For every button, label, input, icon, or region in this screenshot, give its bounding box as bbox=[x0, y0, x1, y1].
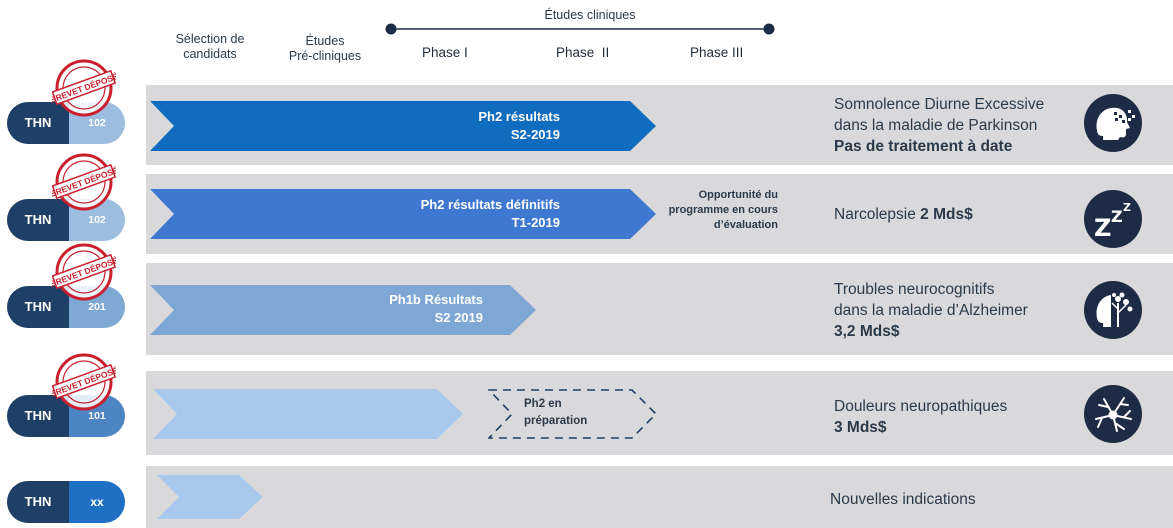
patent-stamp-2: BREVET DÉPOSÉ bbox=[52, 153, 116, 211]
planned-arrow-4-line1: Ph2 en bbox=[524, 398, 562, 410]
arrow-1-line1: Ph2 résultats bbox=[478, 109, 560, 124]
header-phase-1: Phase I bbox=[422, 45, 468, 60]
progress-arrow-2 bbox=[150, 189, 656, 239]
patent-stamp-4: BREVET DÉPOSÉ bbox=[52, 353, 116, 411]
progress-arrow-5 bbox=[157, 475, 263, 519]
header-phase-3: Phase III bbox=[690, 45, 744, 60]
arrow-1-line2: S2-2019 bbox=[510, 127, 560, 142]
header-selection-line2: candidats bbox=[183, 47, 237, 61]
planned-arrow-4-line2: préparation bbox=[524, 415, 588, 427]
indication-2: Narcolepsie 2 Mds$ bbox=[834, 204, 973, 225]
neuron-icon bbox=[1084, 385, 1142, 443]
indication-4-line2: 3 Mds$ bbox=[834, 419, 887, 436]
indication-3-line2: dans la maladie d’Alzheimer bbox=[834, 302, 1028, 319]
indication-4-line1: Douleurs neuropathiques bbox=[834, 398, 1008, 415]
progress-arrow-4 bbox=[153, 389, 463, 439]
arrow-2-note: Opportunité du programme en cours d’éval… bbox=[640, 188, 778, 233]
header-preclinical-line1: Études bbox=[305, 34, 345, 48]
tree-head-icon bbox=[1084, 281, 1142, 339]
indication-2-line1: Narcolepsie bbox=[834, 206, 916, 223]
patent-stamp-3: BREVET DÉPOSÉ bbox=[52, 243, 116, 301]
row-band-5 bbox=[146, 466, 1173, 528]
header-preclinical: Études Pré-cliniques bbox=[270, 34, 380, 64]
indication-1: Somnolence Diurne Excessive dans la mala… bbox=[834, 94, 1044, 157]
header-clinical-title: Études cliniques bbox=[544, 8, 636, 22]
header-selection-line1: Sélection de bbox=[175, 32, 245, 46]
compound-prefix: THN bbox=[7, 199, 69, 241]
svg-text:Z: Z bbox=[1111, 207, 1123, 226]
compound-prefix: THN bbox=[7, 481, 69, 523]
clinical-timeline bbox=[385, 23, 775, 35]
indication-3-line1: Troubles neurocognitifs bbox=[834, 281, 995, 298]
indication-1-line2: dans la maladie de Parkinson bbox=[834, 117, 1038, 134]
indication-3: Troubles neurocognitifs dans la maladie … bbox=[834, 279, 1028, 342]
arrow-2-line1: Ph2 résultats définitifs bbox=[420, 197, 560, 212]
header-preclinical-line2: Pré-cliniques bbox=[288, 49, 362, 63]
compound-pill-1: THN 102 bbox=[7, 102, 125, 144]
indication-1-line3: Pas de traitement à date bbox=[834, 138, 1013, 155]
arrow-2-note-line3: d’évaluation bbox=[713, 219, 778, 231]
planned-arrow-4 bbox=[488, 389, 658, 439]
progress-arrow-3 bbox=[150, 285, 536, 335]
compound-pill-5: THN xx bbox=[7, 481, 125, 523]
svg-text:Z: Z bbox=[1123, 201, 1131, 214]
progress-arrow-1 bbox=[150, 101, 656, 151]
arrow-3-label: Ph1b Résultats S2 2019 bbox=[300, 291, 483, 327]
patent-stamp-1: BREVET DÉPOSÉ bbox=[52, 59, 116, 117]
header-selection: Sélection de candidats bbox=[160, 32, 260, 62]
indication-1-line1: Somnolence Diurne Excessive bbox=[834, 96, 1045, 113]
timeline-start-dot bbox=[385, 23, 397, 35]
svg-text:Z: Z bbox=[1094, 214, 1111, 242]
indication-5-line1: Nouvelles indications bbox=[830, 491, 976, 508]
indication-2-value: 2 Mds$ bbox=[920, 206, 973, 223]
timeline-end-dot bbox=[763, 23, 775, 35]
indication-5: Nouvelles indications bbox=[830, 489, 976, 510]
compound-prefix: THN bbox=[7, 395, 69, 437]
sleep-zzz-icon: Z Z Z bbox=[1084, 190, 1142, 248]
indication-3-line3: 3,2 Mds$ bbox=[834, 323, 900, 340]
arrow-2-line2: T1-2019 bbox=[511, 215, 560, 230]
brain-head-icon bbox=[1084, 94, 1142, 152]
header-phase-2: Phase II bbox=[556, 45, 610, 60]
planned-arrow-4-label: Ph2 en préparation bbox=[524, 396, 614, 430]
arrow-3-line1: Ph1b Résultats bbox=[389, 292, 483, 307]
arrow-2-note-line1: Opportunité du bbox=[698, 189, 778, 201]
compound-prefix: THN bbox=[7, 102, 69, 144]
arrow-2-label: Ph2 résultats définitifs T1-2019 bbox=[340, 196, 560, 232]
indication-4: Douleurs neuropathiques 3 Mds$ bbox=[834, 396, 1007, 438]
arrow-1-label: Ph2 résultats S2-2019 bbox=[360, 108, 560, 144]
arrow-3-line2: S2 2019 bbox=[434, 310, 483, 325]
compound-code: xx bbox=[69, 481, 125, 523]
arrow-2-note-line2: programme en cours bbox=[668, 204, 778, 216]
compound-prefix: THN bbox=[7, 286, 69, 328]
